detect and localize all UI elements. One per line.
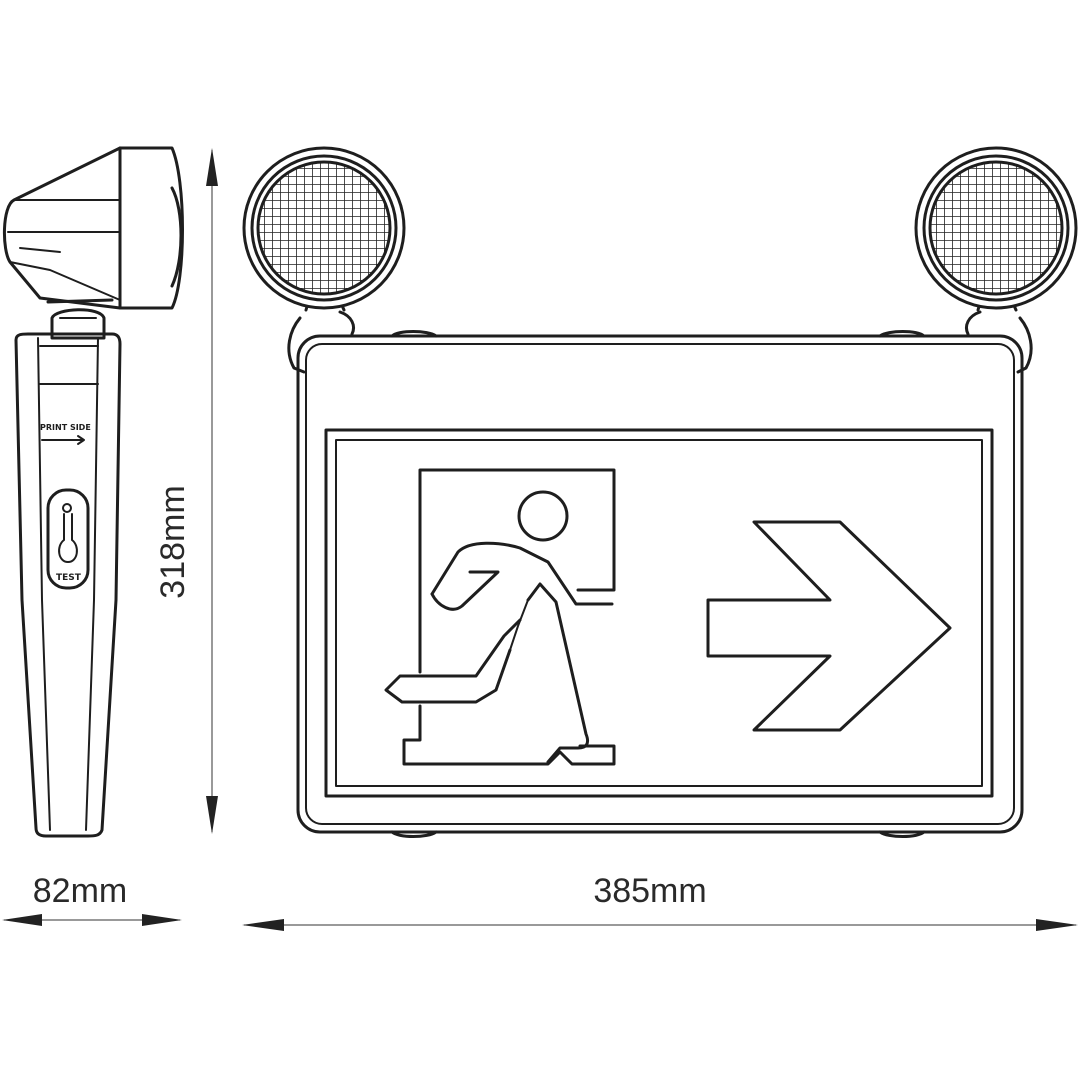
left-lamp-head — [242, 146, 406, 374]
side-body-housing: PRINT SIDE TEST — [14, 332, 122, 838]
side-label-print-side: PRINT SIDE — [40, 423, 91, 432]
right-lamp-head — [914, 146, 1078, 374]
sign-housing — [296, 330, 1024, 838]
depth-dimension-label: 82mm — [33, 872, 127, 910]
right-arrow-icon — [706, 520, 952, 732]
running-man-pictogram — [384, 468, 616, 766]
height-dimension-label: 318mm — [154, 485, 192, 598]
side-swivel-joint — [46, 298, 114, 340]
depth-dimension: 82mm — [2, 872, 182, 926]
width-dimension: 385mm — [242, 872, 1078, 931]
test-button-label: TEST — [56, 573, 82, 583]
test-button: TEST — [46, 488, 90, 590]
height-dimension: 318mm — [154, 148, 218, 834]
side-lamp-head — [2, 146, 184, 310]
front-view — [242, 146, 1078, 838]
width-dimension-label: 385mm — [593, 872, 706, 910]
side-view: PRINT SIDE TEST — [2, 146, 184, 838]
